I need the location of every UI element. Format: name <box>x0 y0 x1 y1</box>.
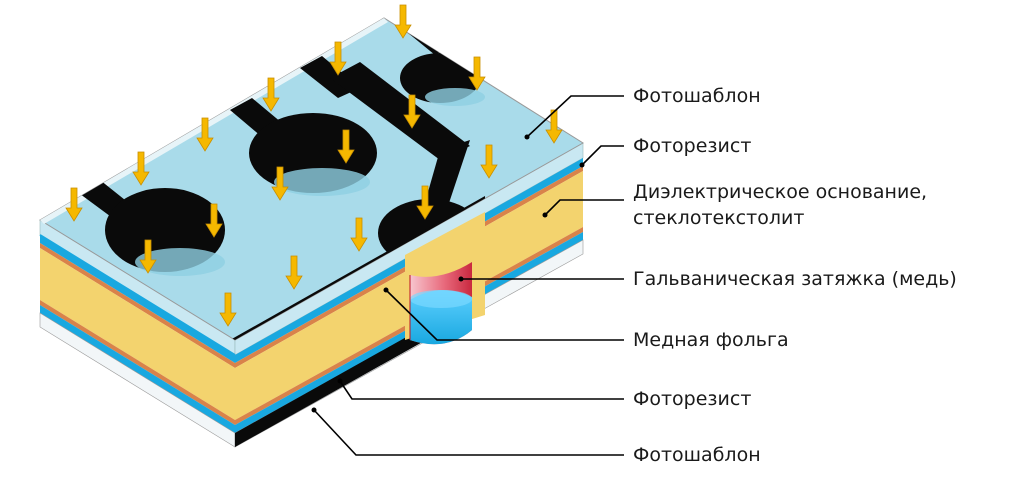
leader-copper-foil <box>385 289 624 341</box>
leader-dielectric <box>544 199 624 216</box>
light-arrow-icon <box>196 117 214 152</box>
light-arrow-icon <box>271 166 289 201</box>
label-plating: Гальваническая затяжка (медь) <box>633 268 957 290</box>
light-arrow-icon <box>329 41 347 76</box>
leader-dots <box>311 134 585 413</box>
leader-photoresist-bottom <box>339 380 624 400</box>
light-arrow-icon <box>219 292 237 327</box>
light-arrow-icon <box>262 77 280 112</box>
light-arrow-icon <box>545 109 563 144</box>
label-dielectric-line1: Диэлектрическое основание, <box>633 181 928 203</box>
light-arrow-icon <box>394 4 412 39</box>
label-photomask-bottom: Фотошаблон <box>633 444 761 466</box>
light-arrow-icon <box>337 129 355 164</box>
left-face-layers <box>39 219 236 448</box>
label-dielectric-line2: стеклотекстолит <box>633 207 805 229</box>
leader-photomask-top <box>526 95 624 138</box>
leader-photomask-bottom <box>313 409 624 456</box>
light-arrow-icon <box>285 255 303 290</box>
leader-lines <box>313 95 624 456</box>
label-photoresist-top: Фоторезист <box>633 135 752 157</box>
light-arrow-icon <box>468 56 486 91</box>
label-photoresist-bottom: Фоторезист <box>633 388 752 410</box>
light-arrow-icon <box>350 217 368 252</box>
uv-light-arrows <box>65 4 563 327</box>
light-arrow-icon <box>416 185 434 220</box>
label-copper-foil: Медная фольга <box>633 329 789 351</box>
light-arrow-icon <box>403 94 421 129</box>
light-arrow-icon <box>480 144 498 179</box>
light-arrow-icon <box>132 151 150 186</box>
light-arrow-icon <box>65 187 83 222</box>
light-arrow-icon <box>139 239 157 274</box>
label-photomask-top: Фотошаблон <box>633 85 761 107</box>
plated-via <box>405 212 485 345</box>
leader-photoresist-top <box>581 145 624 166</box>
light-arrow-icon <box>205 203 223 238</box>
